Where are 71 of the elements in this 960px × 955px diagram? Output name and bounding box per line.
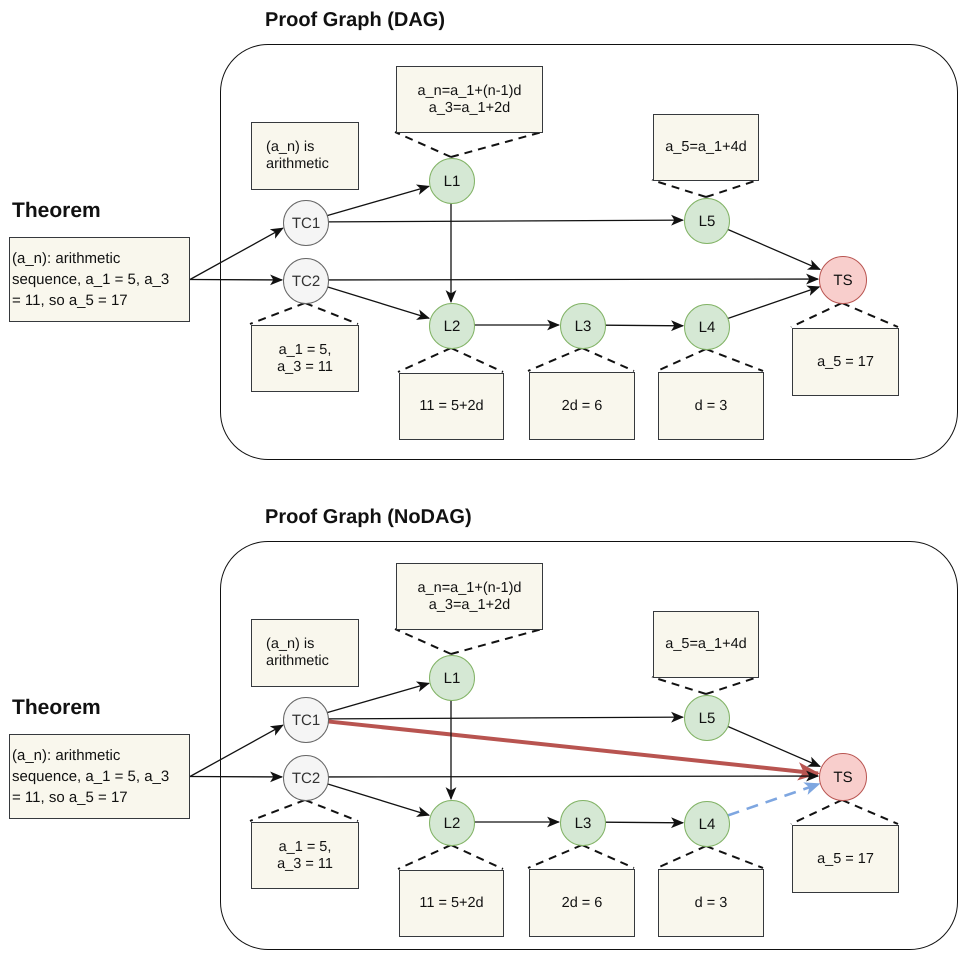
- formula-box: a_5=a_1+4d: [653, 611, 759, 678]
- theorem-heading: Theorem: [12, 199, 102, 223]
- formula-box: (a_n) is arithmetic: [251, 619, 359, 687]
- dashed-callout-lines: [527, 347, 635, 372]
- dashed-callout-lines: [527, 844, 635, 869]
- dashed-callout-lines: [790, 799, 899, 825]
- formula-box: a_n=a_1+(n-1)d a_3=a_1+2d: [396, 563, 543, 630]
- node-circle: L1: [429, 158, 475, 204]
- formula-box: d = 3: [658, 372, 764, 440]
- formula-box: 11 = 5+2d: [399, 373, 504, 440]
- arrow: [726, 228, 821, 270]
- thick-arrow: [328, 719, 820, 780]
- arrow: [446, 700, 456, 800]
- arrow: [190, 771, 284, 782]
- arrow: [190, 228, 284, 280]
- node-circle: L2: [429, 303, 475, 349]
- node-circle: TS: [819, 753, 867, 801]
- arrow: [328, 712, 684, 723]
- node-circle: L3: [560, 800, 606, 846]
- arrow: [190, 274, 284, 286]
- panel-title: Proof Graph (DAG): [265, 8, 446, 32]
- arrow: [328, 214, 684, 226]
- dashed-callout-lines: [790, 302, 899, 328]
- node-circle: L2: [429, 800, 475, 846]
- node-circle: L1: [429, 655, 475, 701]
- arrow: [326, 286, 430, 320]
- arrow: [326, 783, 430, 817]
- dashed-callout-lines: [249, 799, 359, 822]
- dashed-callout-lines: [249, 302, 359, 325]
- formula-box: 11 = 5+2d: [399, 870, 504, 937]
- formula-box: d = 3: [658, 869, 764, 937]
- arrow: [726, 726, 821, 768]
- arrow: [605, 817, 684, 828]
- arrow: [328, 274, 820, 284]
- formula-box: 2d = 6: [529, 869, 635, 937]
- dashed-callout-lines: [397, 844, 504, 870]
- formula-box: a_5 = 17: [792, 328, 899, 396]
- arrow: [728, 286, 820, 320]
- formula-box: a_5 = 17: [792, 825, 899, 893]
- formula-box: a_n=a_1+(n-1)d a_3=a_1+2d: [396, 66, 543, 133]
- dashed-callout-lines: [394, 628, 543, 655]
- node-circle: TC2: [283, 258, 329, 304]
- formula-box: 2d = 6: [529, 372, 635, 440]
- arrow: [605, 320, 684, 332]
- formula-box: a_5=a_1+4d: [653, 114, 759, 181]
- node-circle: L5: [684, 198, 730, 244]
- dashed-callout-lines: [397, 347, 504, 373]
- theorem-box: (a_n): arithmetic sequence, a_1 = 5, a_3 = 11, so a_5 = 17: [9, 237, 190, 322]
- node-circle: TC1: [283, 697, 329, 743]
- node-circle: L5: [684, 695, 730, 741]
- node-circle: TC1: [283, 200, 329, 246]
- node-circle: TS: [819, 256, 867, 304]
- dashed-arrow: [727, 782, 821, 817]
- formula-box: a_1 = 5, a_3 = 11: [251, 325, 359, 392]
- formula-box: (a_n) is arithmetic: [251, 122, 359, 190]
- node-circle: L4: [684, 304, 730, 350]
- theorem-box: (a_n): arithmetic sequence, a_1 = 5, a_3 = 11, so a_5 = 17: [9, 734, 190, 819]
- arrow: [446, 203, 456, 304]
- arrow: [326, 184, 430, 216]
- arrow: [474, 320, 560, 330]
- arrow: [328, 770, 820, 782]
- formula-box: a_1 = 5, a_3 = 11: [251, 822, 359, 889]
- panel-title: Proof Graph (NoDAG): [265, 505, 473, 529]
- theorem-heading: Theorem: [12, 696, 102, 720]
- arrow: [326, 681, 430, 714]
- arrow: [474, 816, 560, 828]
- node-circle: L4: [684, 801, 730, 847]
- arrow: [190, 724, 284, 778]
- dashed-callout-lines: [394, 131, 543, 158]
- node-circle: TC2: [283, 755, 329, 801]
- node-circle: L3: [560, 303, 606, 349]
